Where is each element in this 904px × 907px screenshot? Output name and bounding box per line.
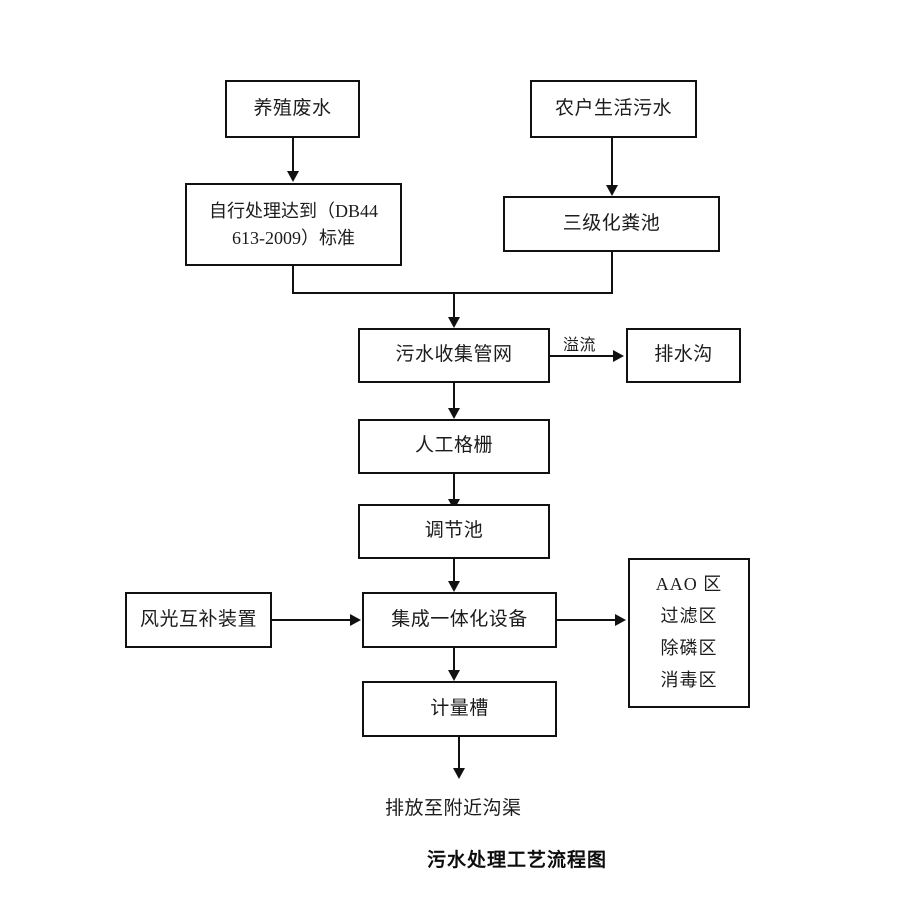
figure-title: 污水处理工艺流程图 — [427, 850, 608, 871]
node-label: 集成一体化设备 — [391, 608, 528, 630]
arrowhead-down-icon — [606, 185, 618, 196]
node-label-line2: 613-2009）标准 — [231, 227, 355, 248]
node-treatment-zones[interactable]: AAO 区 过滤区 除磷区 消毒区 — [628, 558, 750, 708]
node-label: 计量槽 — [430, 697, 489, 719]
edge-wind-solar-to-integrated — [272, 619, 350, 621]
node-metering-tank[interactable]: 计量槽 — [362, 681, 557, 737]
arrowhead-down-icon — [448, 317, 460, 328]
arrowhead-down-icon — [453, 768, 465, 779]
edge-regulating-to-integrated — [453, 559, 455, 581]
outlet-text: 排放至附近沟渠 — [385, 798, 522, 819]
arrowhead-down-icon — [448, 408, 460, 419]
edge-metering-to-outlet — [458, 737, 460, 768]
node-drainage-ditch[interactable]: 排水沟 — [626, 328, 741, 383]
arrowhead-down-icon — [448, 581, 460, 592]
arrowhead-down-icon — [287, 171, 299, 182]
edge-overflow-to-ditch — [550, 355, 613, 357]
edge-merge-to-collection — [453, 292, 455, 317]
zone-line-filtration: 过滤区 — [660, 606, 718, 627]
node-regulating-tank[interactable]: 调节池 — [358, 504, 550, 559]
node-septic-tank[interactable]: 三级化粪池 — [503, 196, 720, 252]
node-wind-solar-complementary-device[interactable]: 风光互补装置 — [125, 592, 272, 648]
edge-breeding-to-self-treatment — [292, 138, 294, 171]
node-self-treatment-standard[interactable]: 自行处理达到（DB44 613-2009）标准 — [185, 183, 402, 266]
edge-merge-bar — [292, 292, 613, 294]
edge-household-to-septic — [611, 138, 613, 185]
edge-septic-down-stub — [611, 252, 613, 294]
edge-grille-to-regulating — [453, 474, 455, 499]
zone-line-disinfection: 消毒区 — [660, 670, 718, 691]
zone-line-aao: AAO 区 — [655, 574, 723, 595]
node-label: 调节池 — [424, 520, 484, 542]
node-label: 自行处理达到（DB44 613-2009）标准 — [209, 198, 378, 252]
node-breeding-wastewater[interactable]: 养殖废水 — [225, 80, 360, 138]
edge-label-overflow: 溢流 — [563, 337, 597, 354]
zone-line-phosphorus-removal: 除磷区 — [660, 638, 718, 659]
edge-integrated-to-metering — [453, 648, 455, 670]
arrowhead-down-icon — [448, 670, 460, 681]
node-label: 养殖废水 — [253, 97, 332, 119]
edge-integrated-to-zones — [557, 619, 617, 621]
node-label: 污水收集管网 — [395, 344, 513, 366]
node-household-sewage[interactable]: 农户生活污水 — [530, 80, 697, 138]
arrowhead-right-icon — [350, 614, 361, 626]
node-sewage-collection-network[interactable]: 污水收集管网 — [358, 328, 550, 383]
arrowhead-right-icon — [615, 614, 626, 626]
edge-self-treatment-down-stub — [292, 266, 294, 294]
node-label: 风光互补装置 — [139, 608, 257, 630]
node-label: 三级化粪池 — [562, 212, 661, 234]
edge-collection-to-grille — [453, 383, 455, 408]
node-integrated-equipment[interactable]: 集成一体化设备 — [362, 592, 557, 648]
node-label: 人工格栅 — [414, 435, 493, 457]
node-manual-grille[interactable]: 人工格栅 — [358, 419, 550, 474]
node-label: 农户生活污水 — [554, 97, 672, 119]
node-label-line1: 自行处理达到（DB44 — [208, 200, 378, 221]
arrowhead-right-icon — [613, 350, 624, 362]
node-label: 排水沟 — [654, 344, 713, 366]
